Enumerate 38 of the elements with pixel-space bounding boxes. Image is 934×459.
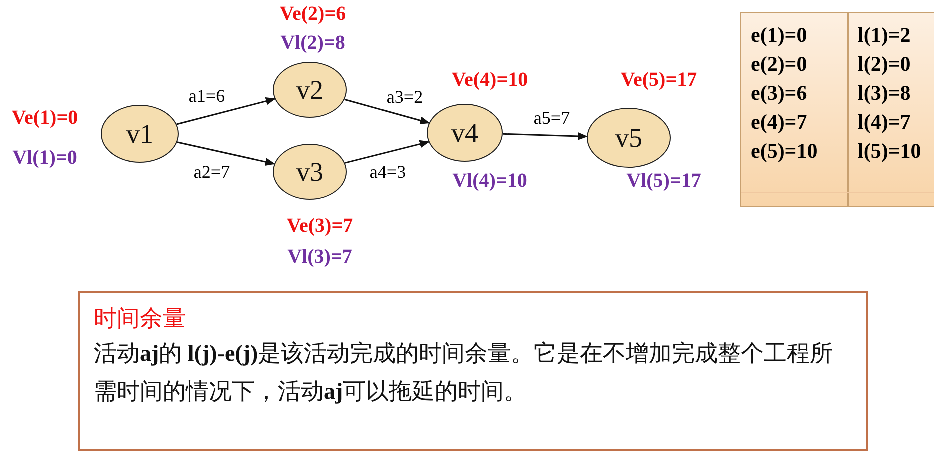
arrow [502, 132, 588, 140]
arrow [177, 142, 276, 166]
node-label: v2 [296, 76, 324, 104]
node-label: v1 [126, 120, 154, 148]
note-paragraph: 活动aj的 l(j)-e(j)是该活动完成的时间余量。它是在不增加完成整个工程所需时间的情况下，活动aj可以拖延的时间。 [94, 340, 834, 406]
edge-label: a3=2 [386, 88, 424, 106]
time-label: Ve(3)=7 [286, 216, 354, 236]
time-label: Ve(1)=0 [12, 108, 78, 128]
table-cell-text: e(5)=10 [751, 141, 818, 162]
time-label: Vl(2)=8 [280, 33, 346, 53]
node-label: v4 [452, 120, 478, 146]
time-label: Ve(2)=6 [280, 4, 346, 24]
arrow [344, 98, 430, 125]
edge-label: a5=7 [532, 109, 572, 127]
time-label: Vl(5)=17 [626, 171, 702, 191]
table-cell-text: e(4)=7 [751, 112, 808, 133]
table-cell-text: e(3)=6 [751, 83, 808, 104]
arrow [176, 97, 276, 126]
time-label: Ve(5)=17 [620, 70, 698, 90]
time-label: Ve(4)=10 [452, 70, 528, 90]
node-label: v3 [296, 158, 324, 186]
note-heading: 时间余量 [94, 305, 186, 333]
arrow [344, 140, 430, 164]
time-label: Vl(1)=0 [12, 148, 78, 168]
edge-label: a4=3 [368, 163, 408, 181]
node-label: v5 [616, 124, 642, 152]
edge-label: a1=6 [188, 87, 226, 105]
note-box [78, 291, 868, 451]
table-cell-text: e(2)=0 [751, 54, 808, 75]
table-cell-text: l(3)=8 [858, 83, 911, 104]
table-cell-text: l(1)=2 [858, 25, 911, 46]
time-label: Vl(4)=10 [452, 171, 528, 191]
table-cell-text: l(2)=0 [858, 54, 911, 75]
table-cell-text: l(4)=7 [858, 112, 911, 133]
edge-label: a2=7 [192, 163, 232, 181]
table-cell-text: e(1)=0 [751, 25, 808, 46]
time-label: Vl(3)=7 [288, 247, 352, 267]
table-cell-text: l(5)=10 [858, 141, 922, 162]
